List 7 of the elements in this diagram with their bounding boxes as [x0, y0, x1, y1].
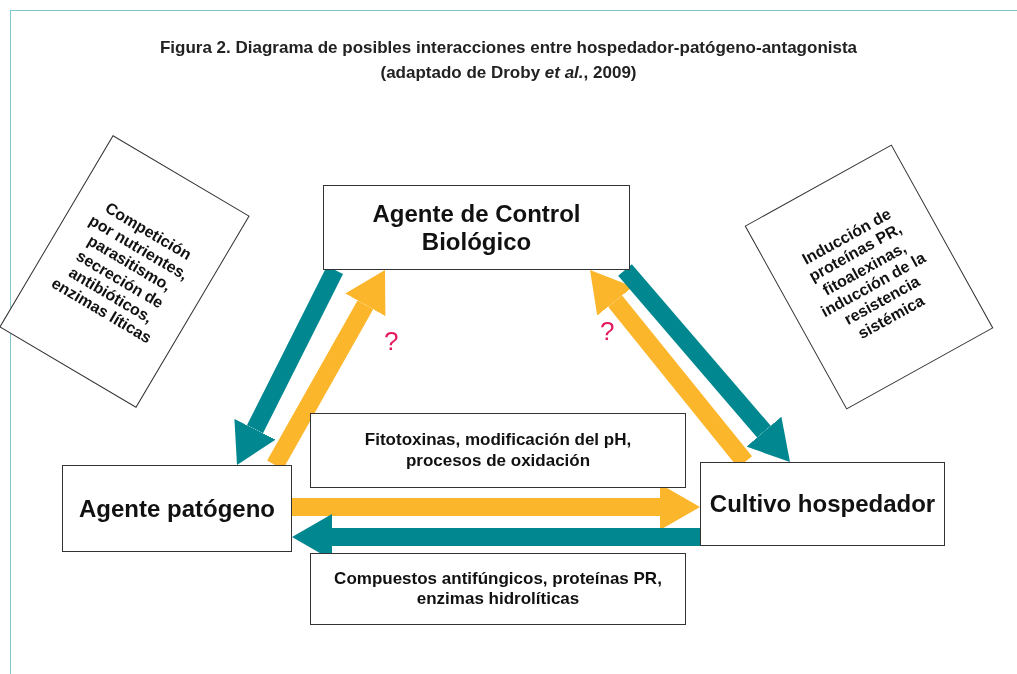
- process-box: Agente de Control Biológico: [323, 185, 630, 270]
- process-box: Agente patógeno: [62, 465, 292, 552]
- arrow: [618, 264, 790, 462]
- process-box: Cultivo hospedador: [700, 462, 945, 546]
- process-box: Compuestos antifúngicos, proteínas PR, enzimas hidrolíticas: [310, 553, 686, 625]
- figure-title: Figura 2. Diagrama de posibles interacciones entre hospedador-patógeno-antagonista (adaptado de Droby et al., 2009): [158, 37, 859, 84]
- process-box: Fitotoxinas, modificación del pH, procesos de oxidación: [310, 413, 686, 488]
